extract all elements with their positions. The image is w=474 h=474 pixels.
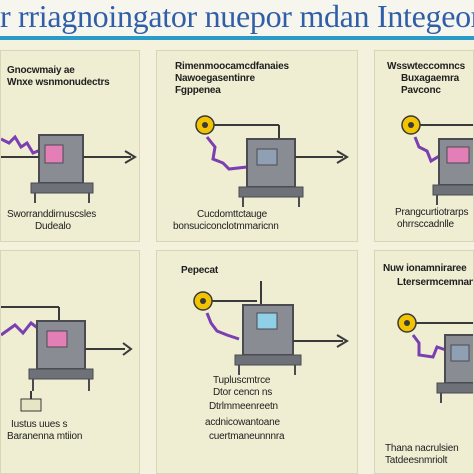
panel-2-bottom-caption-line-2: bonsuciconclotmmaricnn [173, 221, 279, 232]
sensor-center [200, 298, 206, 304]
panel-5-figure [193, 281, 349, 375]
panel-2-bottom-caption-line-1: Cucdomttctauge [197, 209, 268, 220]
panel-2-figure [195, 115, 349, 207]
panel-4-bottom-caption-line-1: Iustus uues s [11, 419, 68, 430]
machine-screen [256, 148, 278, 166]
panel-6-bottom-caption-line-1: Thana nacrulsien [385, 443, 459, 454]
panel-3-top-caption-line-3: Pavconc [401, 85, 441, 96]
machine-screen [46, 330, 68, 348]
panel-3-figure [401, 115, 473, 205]
machine-base [30, 182, 94, 194]
machine-base [234, 354, 302, 366]
panel-5-bottom-caption-line-2: Dtor cencn ns [213, 387, 273, 398]
panel-2-top-caption-line-2: Nawoegasentinre [175, 73, 255, 84]
cable-line [205, 136, 248, 171]
panel-3-bottom-caption-line-1: Prangcurtiotrarps [395, 207, 469, 218]
arrow-head [336, 150, 349, 164]
panel-6-bottom-caption-line-2: Tatdeesnmriolt [385, 455, 448, 466]
machine-screen [256, 312, 278, 330]
panel-4: Iustus uues s Baranenna mtiion [0, 250, 140, 474]
panel-1-top-caption-line-1: Gnocwmaiy ae [7, 65, 75, 76]
panel-1: Gnocwmaiy ae Wnxe wsnmonudectrs Sworrand… [0, 50, 140, 242]
machine-screen [450, 344, 470, 362]
panel-6: Nuw ionamniraree Ltersermcemnane Thana n… [374, 250, 474, 474]
panel-5-bottom-caption-line-1: Tupluscmtrce [213, 375, 271, 386]
machine-screen [446, 146, 470, 164]
panel-6-figure [397, 313, 473, 403]
sensor-center [408, 122, 414, 128]
panel-2: Rimenmoocamcdfanaies Nawoegasentinre Fgp… [156, 50, 358, 242]
panel-5-top-caption-line-1: Pepecat [181, 265, 218, 276]
arrow-head [124, 150, 137, 164]
panel-4-bottom-caption-line-2: Baranenna mtiion [7, 431, 83, 442]
cable-line [205, 312, 240, 341]
machine-base [238, 186, 304, 198]
panel-3-bottom-caption-line-2: ohrrsccadnlle [397, 219, 454, 230]
panel-3-top-caption-line-2: Buxagaemra [401, 73, 460, 84]
panel-1-figure [1, 134, 137, 203]
panel-3-top-caption-line-1: Wsswteccomncs [387, 61, 465, 72]
arrow-head [336, 334, 349, 348]
page-title: r rriagnoingator nuepor mdan Integeora [0, 0, 474, 34]
machine-screen [44, 144, 64, 164]
header-banner: r rriagnoingator nuepor mdan Integeora [0, 0, 474, 40]
panel-6-top-caption-line-2: Ltersermcemnane [397, 277, 474, 288]
panel-6-top-caption-line-1: Nuw ionamniraree [383, 263, 467, 274]
sensor-center [404, 320, 410, 326]
panel-1-bottom-caption-line-1: Sworranddirnuscsles [7, 209, 97, 220]
panel-1-bottom-caption-line-2: Dudealo [35, 221, 71, 232]
panel-2-top-caption-line-1: Rimenmoocamcdfanaies [175, 61, 289, 72]
panel-5: Pepecat Tupluscmtrce Dtor cencn ns Dtrlm… [156, 250, 358, 474]
panel-1-top-caption-line-2: Wnxe wsnmonudectrs [7, 77, 110, 88]
machine-base [436, 382, 473, 394]
panel-5-bottom-caption-line-3: Dtrlmmeenreetn [209, 401, 278, 412]
machine-base [432, 184, 473, 196]
panel-5-bottom-caption-line-5: cuertmaneunnnra [209, 431, 285, 442]
cable-line [411, 334, 450, 359]
machine-base [28, 368, 94, 380]
cable-line [1, 320, 40, 337]
panel-5-bottom-caption-line-4: acdnicowantoane [205, 417, 280, 428]
panel-3: Wsswteccomncs Buxagaemra Pavconc Prangcu… [374, 50, 474, 242]
panel-4-figure [1, 306, 133, 412]
sensor-center [202, 122, 208, 128]
small-box [20, 398, 42, 412]
cable-line [1, 134, 44, 155]
panel-2-top-caption-line-3: Fgppenea [175, 85, 221, 96]
arrow-head [122, 342, 133, 356]
